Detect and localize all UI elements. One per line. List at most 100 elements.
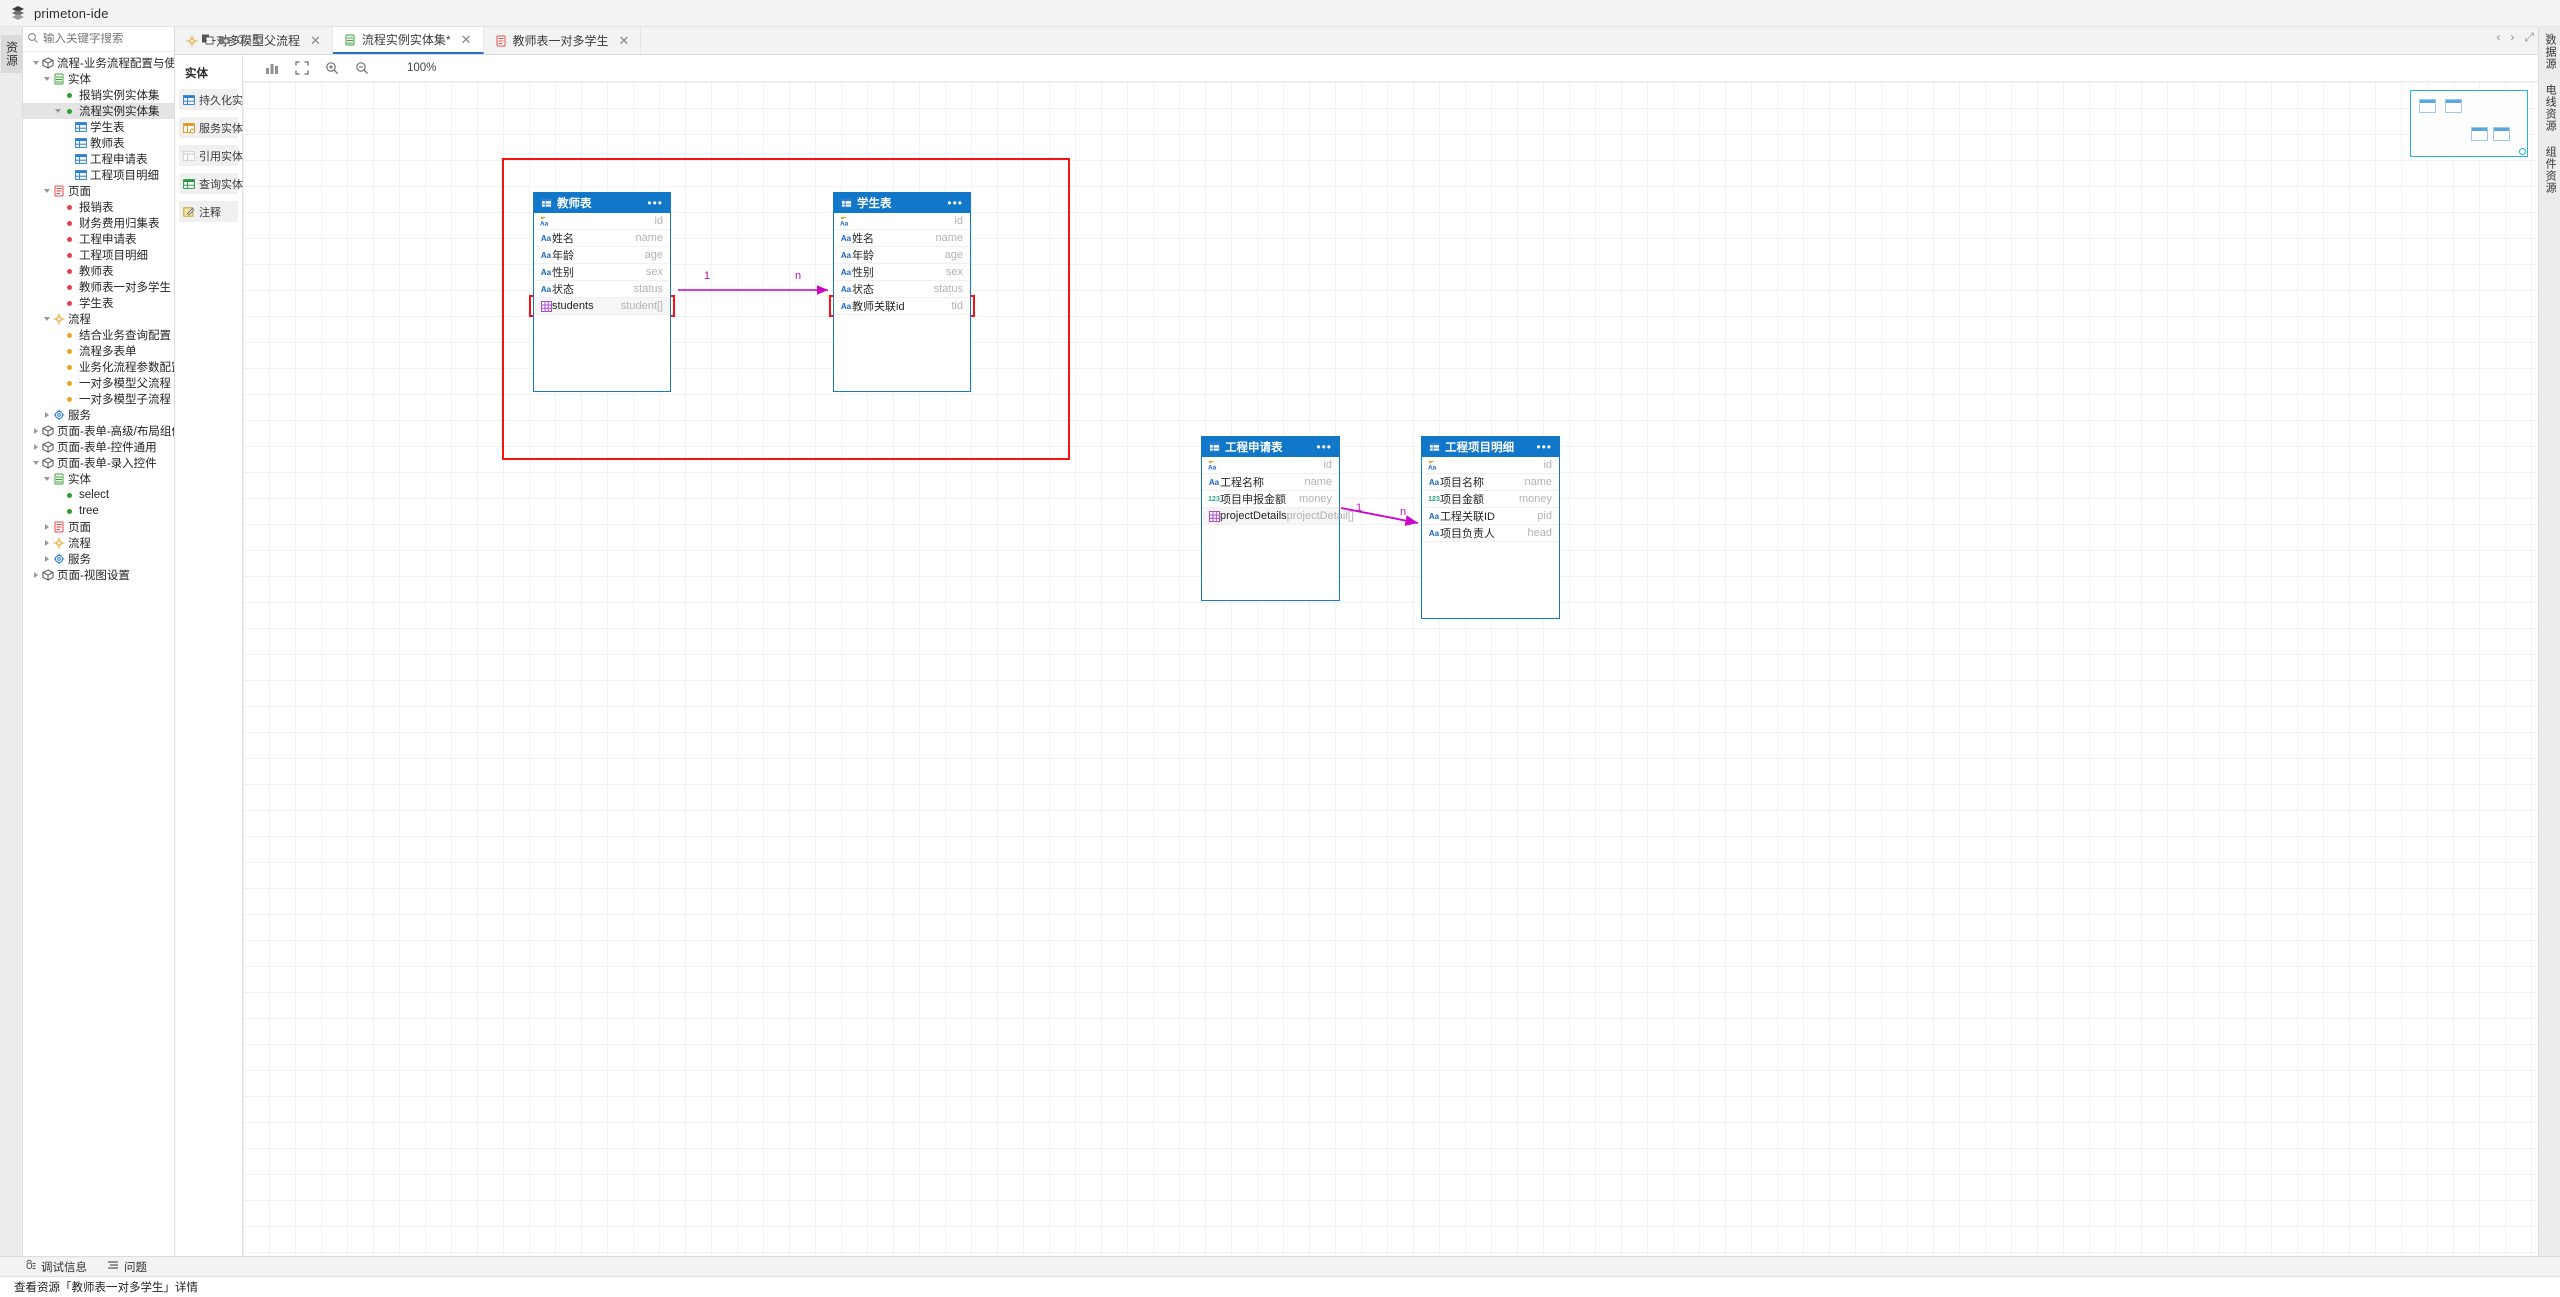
twisty-down-icon[interactable] bbox=[42, 317, 52, 321]
new-folder-icon[interactable] bbox=[218, 33, 231, 46]
zoom-out-icon[interactable] bbox=[355, 61, 369, 75]
zoom-in-icon[interactable] bbox=[325, 61, 339, 75]
twisty-down-icon[interactable] bbox=[31, 61, 41, 65]
tree-item[interactable]: 一对多模型子流程 bbox=[23, 391, 174, 407]
twisty-down-icon[interactable] bbox=[42, 77, 52, 81]
tree-item[interactable]: 服务 bbox=[23, 551, 174, 567]
nav-forward-icon[interactable]: › bbox=[2510, 30, 2515, 44]
tree-item[interactable]: 学生表 bbox=[23, 119, 174, 135]
tree-item[interactable]: 流程 bbox=[23, 311, 174, 327]
tree-item[interactable]: 流程-业务流程配置与使用 bbox=[23, 55, 174, 71]
twisty-right-icon[interactable] bbox=[42, 412, 52, 418]
collapse-all-icon[interactable] bbox=[252, 33, 265, 46]
close-icon[interactable]: ✕ bbox=[2543, 30, 2554, 44]
entity-node-header[interactable]: 工程项目明细••• bbox=[1422, 437, 1559, 457]
entity-node-header[interactable]: 教师表••• bbox=[534, 193, 670, 213]
entity-node-header[interactable]: 学生表••• bbox=[834, 193, 970, 213]
tree-item[interactable]: 页面-表单-录入控件 bbox=[23, 455, 174, 471]
tree-item[interactable]: 工程项目明细 bbox=[23, 167, 174, 183]
bottom-tab-debug[interactable]: 调试信息 bbox=[24, 1259, 87, 1275]
tree-item[interactable]: 教师表 bbox=[23, 263, 174, 279]
tree-item[interactable]: 服务 bbox=[23, 407, 174, 423]
twisty-right-icon[interactable] bbox=[31, 428, 41, 434]
tree-item[interactable]: 教师表一对多学生 bbox=[23, 279, 174, 295]
twisty-right-icon[interactable] bbox=[42, 540, 52, 546]
palette-item[interactable]: 查询实体 bbox=[179, 173, 243, 194]
tree-item[interactable]: tree bbox=[23, 503, 174, 519]
tree-item[interactable]: 页面-表单-控件通用 bbox=[23, 439, 174, 455]
tree-item[interactable]: 报销实例实体集 bbox=[23, 87, 174, 103]
tree-item[interactable]: 页面-表单-高级/布局组件 bbox=[23, 423, 174, 439]
tree-item[interactable]: select bbox=[23, 487, 174, 503]
palette-item[interactable]: 服务实体 bbox=[179, 117, 243, 138]
tree-item[interactable]: 页面-视图设置 bbox=[23, 567, 174, 583]
tab-close-icon[interactable]: ✕ bbox=[310, 33, 321, 48]
chart-icon[interactable] bbox=[265, 61, 279, 75]
right-rail-item-wire[interactable]: 电线资源 bbox=[2544, 84, 2557, 132]
twisty-right-icon[interactable] bbox=[31, 572, 41, 578]
zoom-level-label[interactable]: 100% bbox=[407, 62, 437, 74]
tree-item[interactable]: 页面 bbox=[23, 183, 174, 199]
nav-back-icon[interactable]: ‹ bbox=[2496, 30, 2501, 44]
right-rail-item-datasource[interactable]: 数据源 bbox=[2544, 34, 2557, 70]
twisty-down-icon[interactable] bbox=[31, 461, 41, 465]
minimap[interactable] bbox=[2410, 90, 2528, 157]
refresh-icon[interactable] bbox=[235, 33, 248, 46]
tree-item[interactable]: 工程申请表 bbox=[23, 231, 174, 247]
tree-item[interactable]: 业务化流程参数配置 bbox=[23, 359, 174, 375]
entity-node-menu-icon[interactable]: ••• bbox=[1316, 440, 1332, 454]
tree-item[interactable]: 页面 bbox=[23, 519, 174, 535]
fit-screen-icon[interactable] bbox=[295, 61, 309, 75]
search-input[interactable] bbox=[43, 33, 197, 45]
maximize-icon[interactable]: ⤢ bbox=[2524, 30, 2534, 44]
bottom-tab-problems[interactable]: 问题 bbox=[107, 1259, 147, 1275]
twisty-right-icon[interactable] bbox=[42, 556, 52, 562]
palette-item[interactable]: 注释 bbox=[179, 201, 238, 222]
twisty-down-icon[interactable] bbox=[53, 109, 63, 113]
entity-node-menu-icon[interactable]: ••• bbox=[1536, 440, 1552, 454]
tree-item[interactable]: 一对多模型父流程 bbox=[23, 375, 174, 391]
tab-close-icon[interactable]: ✕ bbox=[618, 33, 630, 48]
link-editor-icon[interactable] bbox=[201, 33, 214, 46]
resource-tree[interactable]: 流程-业务流程配置与使用实体报销实例实体集流程实例实体集学生表教师表工程申请表工… bbox=[23, 52, 174, 1256]
entity-node-header[interactable]: 工程申请表••• bbox=[1202, 437, 1339, 457]
tree-item[interactable]: 财务费用归集表 bbox=[23, 215, 174, 231]
minimap-resize-handle[interactable] bbox=[2519, 148, 2526, 155]
right-rail-item-component[interactable]: 组件资源 bbox=[2544, 146, 2557, 194]
tree-item[interactable]: 工程申请表 bbox=[23, 151, 174, 167]
palette-item[interactable]: 持久化实体 bbox=[179, 89, 254, 110]
tree-item[interactable]: 报销表 bbox=[23, 199, 174, 215]
editor-tab[interactable]: 教师表一对多学生✕ bbox=[483, 27, 642, 54]
tree-item[interactable]: 工程项目明细 bbox=[23, 247, 174, 263]
tab-close-icon[interactable]: ✕ bbox=[460, 32, 472, 47]
twisty-right-icon[interactable] bbox=[42, 524, 52, 530]
rail-item-resources[interactable]: 资源 bbox=[0, 35, 22, 73]
tree-item[interactable]: 教师表 bbox=[23, 135, 174, 151]
tree-item[interactable]: 实体 bbox=[23, 71, 174, 87]
